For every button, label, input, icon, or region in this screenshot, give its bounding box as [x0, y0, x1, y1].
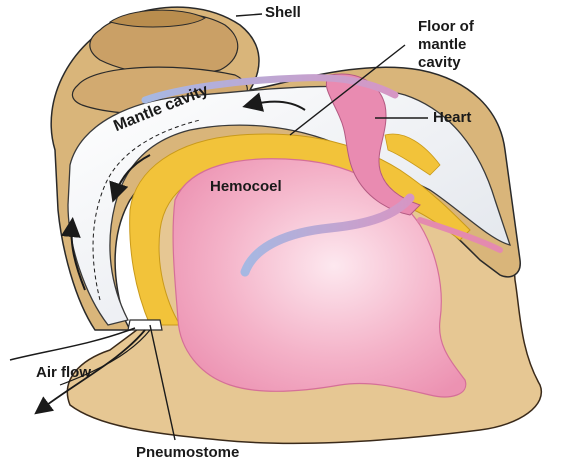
- label-shell: Shell: [265, 4, 301, 22]
- label-floor-of-mantle-cavity: Floor of mantle cavity: [418, 18, 474, 72]
- label-heart: Heart: [433, 109, 471, 127]
- label-pneumostome: Pneumostome: [136, 444, 239, 462]
- label-hemocoel: Hemocoel: [210, 178, 282, 196]
- leader-shell: [236, 14, 262, 16]
- label-air-flow: Air flow: [36, 364, 91, 382]
